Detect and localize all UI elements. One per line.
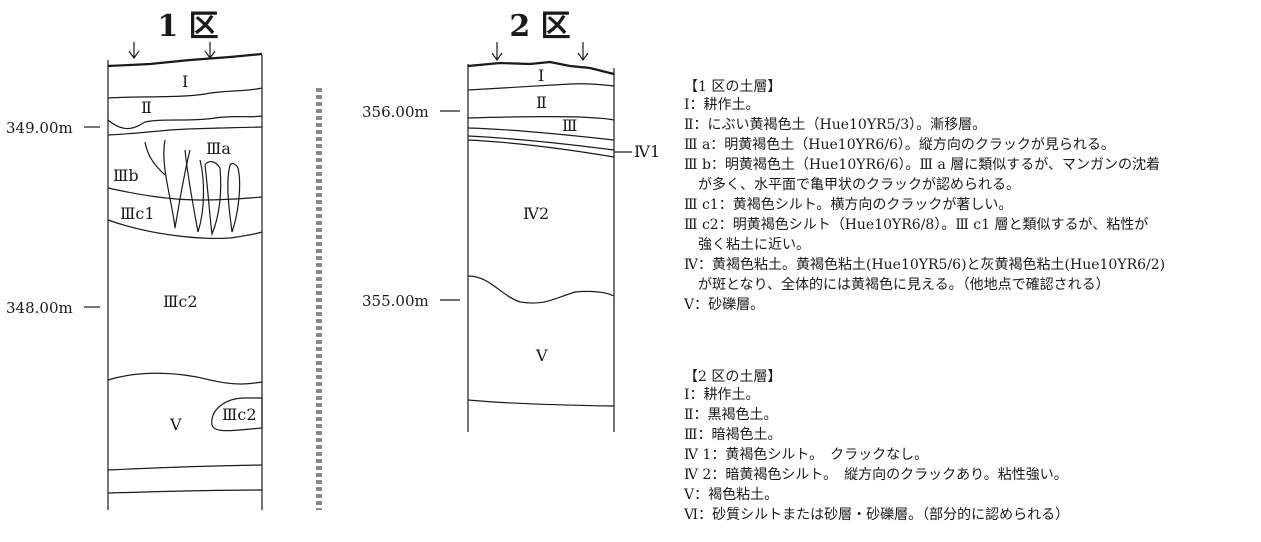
lens-feature (211, 397, 263, 432)
legend-item: Ⅴ：褐色粘土。 (684, 487, 779, 503)
layer-label: Ⅴ (169, 415, 182, 434)
layer-boundary (467, 127, 615, 141)
crack-feature (163, 139, 191, 229)
legend-item: Ⅳ 1：黄褐色シルト。 クラックなし。 (684, 447, 929, 463)
legend-item: Ⅰ：耕作土。 (684, 97, 760, 113)
ground-surface (107, 52, 263, 68)
layer-label: Ⅳ2 (523, 204, 549, 223)
legend-item: Ⅰ：耕作土。 (684, 387, 760, 403)
layer-boundary (467, 135, 615, 151)
crack-feature (227, 162, 241, 233)
legend-item: Ⅳ：黄褐色粘土。黄褐色粘土(Hue10YR5/6)と灰黄褐色粘土(Hue10YR… (684, 257, 1166, 273)
legend-item: Ⅱ：黒褐色土。 (684, 407, 778, 423)
layer-boundary (107, 489, 263, 494)
crack-feature (204, 161, 222, 237)
layer-boundary (467, 139, 615, 158)
layer-label: Ⅴ (535, 346, 548, 365)
legend-item: Ⅲ c1：黄褐色シルト。横方向のクラックが著しい。 (684, 197, 1013, 213)
layer-label: Ⅰ (538, 66, 544, 85)
section-2-title: 2 区 (509, 9, 570, 44)
layer-label: Ⅲc1 (120, 204, 155, 223)
crack-feature (144, 141, 166, 176)
layer-boundary (107, 219, 263, 240)
arrow-down-icon (128, 42, 140, 60)
layer-boundary (107, 87, 263, 99)
layer-label: Ⅲc2 (163, 292, 198, 311)
layer-label: Ⅲc2 (222, 405, 257, 424)
layer-label: Ⅲa (206, 139, 231, 158)
legend-item: Ⅵ：砂質シルトまたは砂層・砂礫層。（部分的に認められる） (684, 507, 1070, 523)
section-2-profile: 2 区 (440, 9, 632, 432)
legend-item: が斑となり、全体的には黄褐色に見える。（他地点で確認される） (684, 277, 1110, 293)
layer-boundary (107, 115, 263, 130)
layer-boundary (107, 464, 263, 471)
layer-label: Ⅱ (536, 93, 547, 112)
arrow-down-icon (491, 42, 503, 62)
crack-feature (184, 149, 205, 233)
layer-boundary (107, 372, 263, 385)
layer-boundary (107, 126, 263, 136)
layer-label: Ⅰ (182, 72, 188, 91)
layer-label: Ⅳ1 (634, 142, 660, 161)
elevation-label: 355.00m (362, 292, 429, 310)
arrow-down-icon (204, 42, 216, 60)
legend-item: Ⅴ：砂礫層。 (684, 297, 765, 313)
legend-item: Ⅲ：暗褐色土。 (684, 427, 782, 443)
layer-boundary (467, 275, 615, 304)
elevation-label: 348.00m (6, 299, 73, 317)
legend-item: Ⅳ 2：暗黄褐色シルト。 縦方向のクラックあり。粘性強い。 (684, 467, 1068, 483)
layer-label: Ⅱ (141, 98, 152, 117)
arrow-down-icon (577, 42, 589, 62)
elevation-label: 356.00m (362, 103, 429, 121)
layer-boundary (467, 399, 615, 407)
legend-item: Ⅲ b：明黄褐色土（Hue10YR6/6）。Ⅲ a 層に類似するが、マンガンの沈… (684, 157, 1161, 173)
ground-surface (467, 60, 615, 76)
legend-item: Ⅲ c2：明黄褐色シルト（Hue10YR6/8）。Ⅲ c1 層と類似するが、粘性… (684, 217, 1149, 233)
section-1-profile: 1 区 (84, 9, 263, 510)
legend-item: 強く粘土に近い。 (684, 237, 810, 253)
legend-item: Ⅱ：にぶい黄褐色土（Hue10YR5/3）。漸移層。 (684, 117, 987, 133)
legend-title: 【2 区の土層】 (684, 369, 782, 385)
elevation-label: 349.00m (6, 119, 73, 137)
layer-boundary (467, 83, 615, 91)
layer-boundary (107, 187, 263, 201)
layer-boundary (467, 115, 615, 121)
layer-label: Ⅲ (562, 116, 577, 135)
legend-item: が多く、水平面で亀甲状のクラックが認められる。 (684, 177, 1020, 193)
legend-item: Ⅲ a：明黄褐色土（Hue10YR6/6）。縦方向のクラックが見られる。 (684, 137, 1115, 153)
layer-label: Ⅲb (113, 166, 139, 185)
section-1-title: 1 区 (157, 9, 218, 44)
legend-title: 【1 区の土層】 (684, 79, 782, 95)
